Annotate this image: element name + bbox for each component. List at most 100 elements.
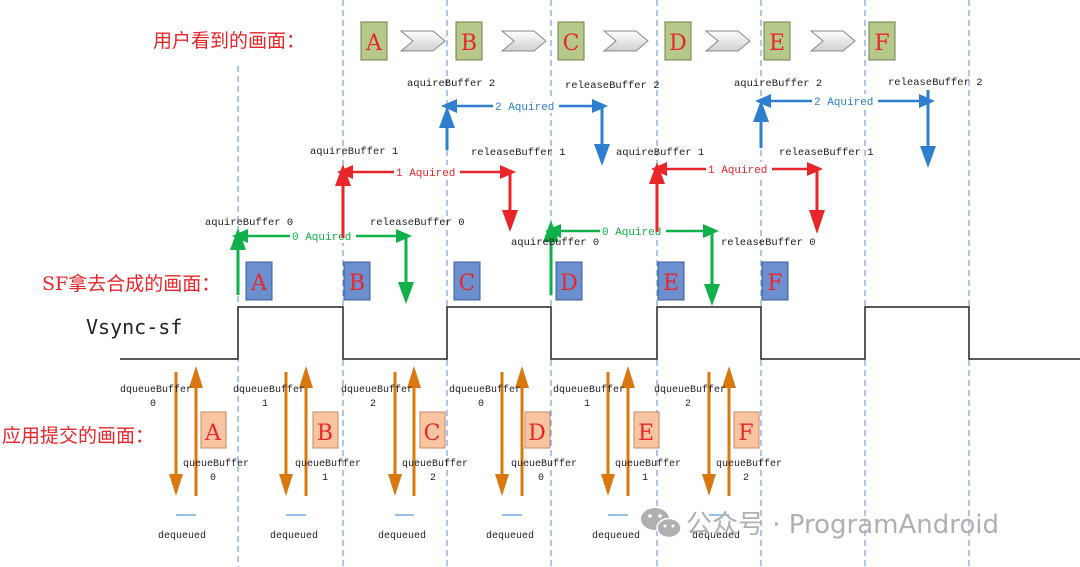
arrow-down-icon (279, 474, 293, 496)
arrow-down-icon (809, 210, 825, 234)
chevron-right-icon (602, 30, 649, 52)
queue-label: queueBuffer (402, 458, 468, 470)
buffer1-acquire-label: aquireBuffer 1 (310, 146, 398, 158)
user-row-label: 用户看到的画面： (153, 30, 305, 52)
sf-frame-letter: D (560, 271, 578, 296)
sf-frame-letter: B (349, 271, 365, 296)
app-frame-box (733, 411, 760, 449)
buffer1-release-label: releaseBuffer 1 (471, 147, 566, 159)
label-bg (493, 99, 559, 113)
queue-label: queueBuffer (716, 458, 782, 470)
arrow-up-icon (515, 366, 529, 388)
buffer2-release-label: releaseBuffer 2 (565, 80, 660, 92)
app-cycle: dqueueBuffer 2 queueBuffer 2 F dequeued (654, 366, 782, 542)
queue-buffer-id: 2 (430, 473, 436, 484)
sf-frame-box (761, 261, 789, 301)
buffer2-acquire-label: aquireBuffer 2 (734, 78, 822, 90)
arrow-right-icon (500, 165, 516, 179)
queue-label: queueBuffer (295, 458, 361, 470)
sf-row-label: SF拿去合成的画面： (42, 272, 220, 295)
arrow-right-icon (592, 99, 608, 113)
arrow-down-icon (388, 474, 402, 496)
buffer2-release-label: releaseBuffer 2 (888, 77, 983, 89)
sf-frame-letter: F (767, 271, 782, 296)
queue-buffer-id: 2 (743, 473, 749, 484)
app-frame-box (633, 411, 660, 449)
arrow-up-icon (230, 228, 246, 250)
chevron-right-icon (500, 30, 547, 52)
sf-frame-letter: E (663, 271, 679, 296)
user-frame-box (360, 21, 388, 61)
dequeue-buffer-id: 2 (685, 399, 691, 410)
user-frame-box (868, 21, 896, 61)
buffer2-acquire-label: aquireBuffer 2 (407, 78, 495, 90)
watermark: 公众号 · ProgramAndroid (641, 508, 999, 540)
buffer1-acquire-label: aquireBuffer 1 (616, 147, 704, 159)
sf-frame-box (343, 261, 371, 301)
app-frame-box (524, 411, 551, 449)
arrow-down-icon (502, 210, 518, 232)
queue-buffer-id: 0 (210, 473, 216, 484)
buffer0-release-label: releaseBuffer 0 (370, 217, 465, 229)
dequeue-label: dqueueBuffer (553, 384, 625, 396)
user-frame-letter: A (365, 31, 383, 56)
dequeued-label: dequeued (486, 530, 534, 542)
buffer0-release-label: releaseBuffer 0 (721, 237, 816, 249)
arrow-right-icon (807, 162, 823, 176)
label-bg (706, 162, 772, 176)
queue-buffer-id: 1 (322, 473, 328, 484)
buffer1-release-label: releaseBuffer 1 (779, 147, 874, 159)
label-bg (600, 224, 666, 238)
dequeue-buffer-id: 0 (150, 399, 156, 410)
arrow-left-icon (441, 99, 457, 113)
buffer0-acquire-label: aquireBuffer 0 (205, 217, 293, 229)
buffer0-acquire-label: aquireBuffer 0 (511, 237, 599, 249)
buffer2-acquired-label: 2 Aquired (495, 102, 554, 114)
app-frame-box (200, 411, 227, 449)
dequeue-buffer-id: 0 (478, 399, 484, 410)
arrow-left-icon (755, 94, 771, 108)
dequeued-label: dequeued (592, 530, 640, 542)
queue-label: queueBuffer (615, 458, 681, 470)
user-frames: A B C D E F (360, 21, 896, 61)
app-frame-letter: E (638, 421, 654, 446)
dequeued-label: dequeued (270, 530, 318, 542)
app-frame-letter: F (738, 421, 753, 446)
wechat-icon (641, 508, 682, 539)
buffer1-acquired-label: 1 Aquired (396, 168, 455, 180)
dequeue-buffer-id: 1 (262, 399, 268, 410)
sf-frame-letter: A (250, 271, 268, 296)
buffer2-acquired-label: 2 Aquired (814, 97, 873, 109)
user-frame-box (664, 21, 692, 61)
arrow-down-icon (169, 474, 183, 496)
app-frame-letter: C (424, 421, 441, 446)
vsync-label: Vsync-sf (86, 315, 182, 339)
chevron-right-icon (809, 30, 856, 52)
arrow-down-icon (704, 284, 720, 306)
app-frame-box (312, 411, 339, 449)
arrow-up-icon (299, 366, 313, 388)
app-frame-letter: D (528, 421, 546, 446)
queue-buffer-id: 0 (538, 473, 544, 484)
label-bg (290, 229, 356, 243)
user-frame-letter: F (874, 31, 889, 56)
app-cycle: dqueueBuffer 1 queueBuffer 1 B dequeued (233, 366, 361, 542)
app-cycle: dqueueBuffer 1 queueBuffer 1 E dequeued (553, 366, 681, 542)
sf-frame-letter: C (459, 271, 476, 296)
label-bg (812, 94, 878, 108)
arrow-right-icon (396, 229, 412, 243)
arrow-up-icon (722, 366, 736, 388)
dequeue-buffer-id: 1 (584, 399, 590, 410)
arrow-up-icon (335, 164, 351, 186)
arrow-down-icon (594, 144, 610, 166)
arrow-left-icon (651, 162, 667, 176)
sf-frame-box (245, 261, 273, 301)
app-row-label: 应用提交的画面： (2, 425, 154, 447)
buffer0-lifecycle: 0 Aquired aquireBuffer 0 releaseBuffer 0… (205, 217, 816, 306)
buffer1-lifecycle: 1 Aquired aquireBuffer 1 releaseBuffer 1… (310, 146, 874, 238)
app-frame-letter: A (204, 421, 222, 446)
buffer1-acquired-label: 1 Aquired (708, 165, 767, 177)
user-frame-box (455, 21, 483, 61)
chevron-right-icon (704, 30, 751, 52)
queue-label: queueBuffer (183, 458, 249, 470)
